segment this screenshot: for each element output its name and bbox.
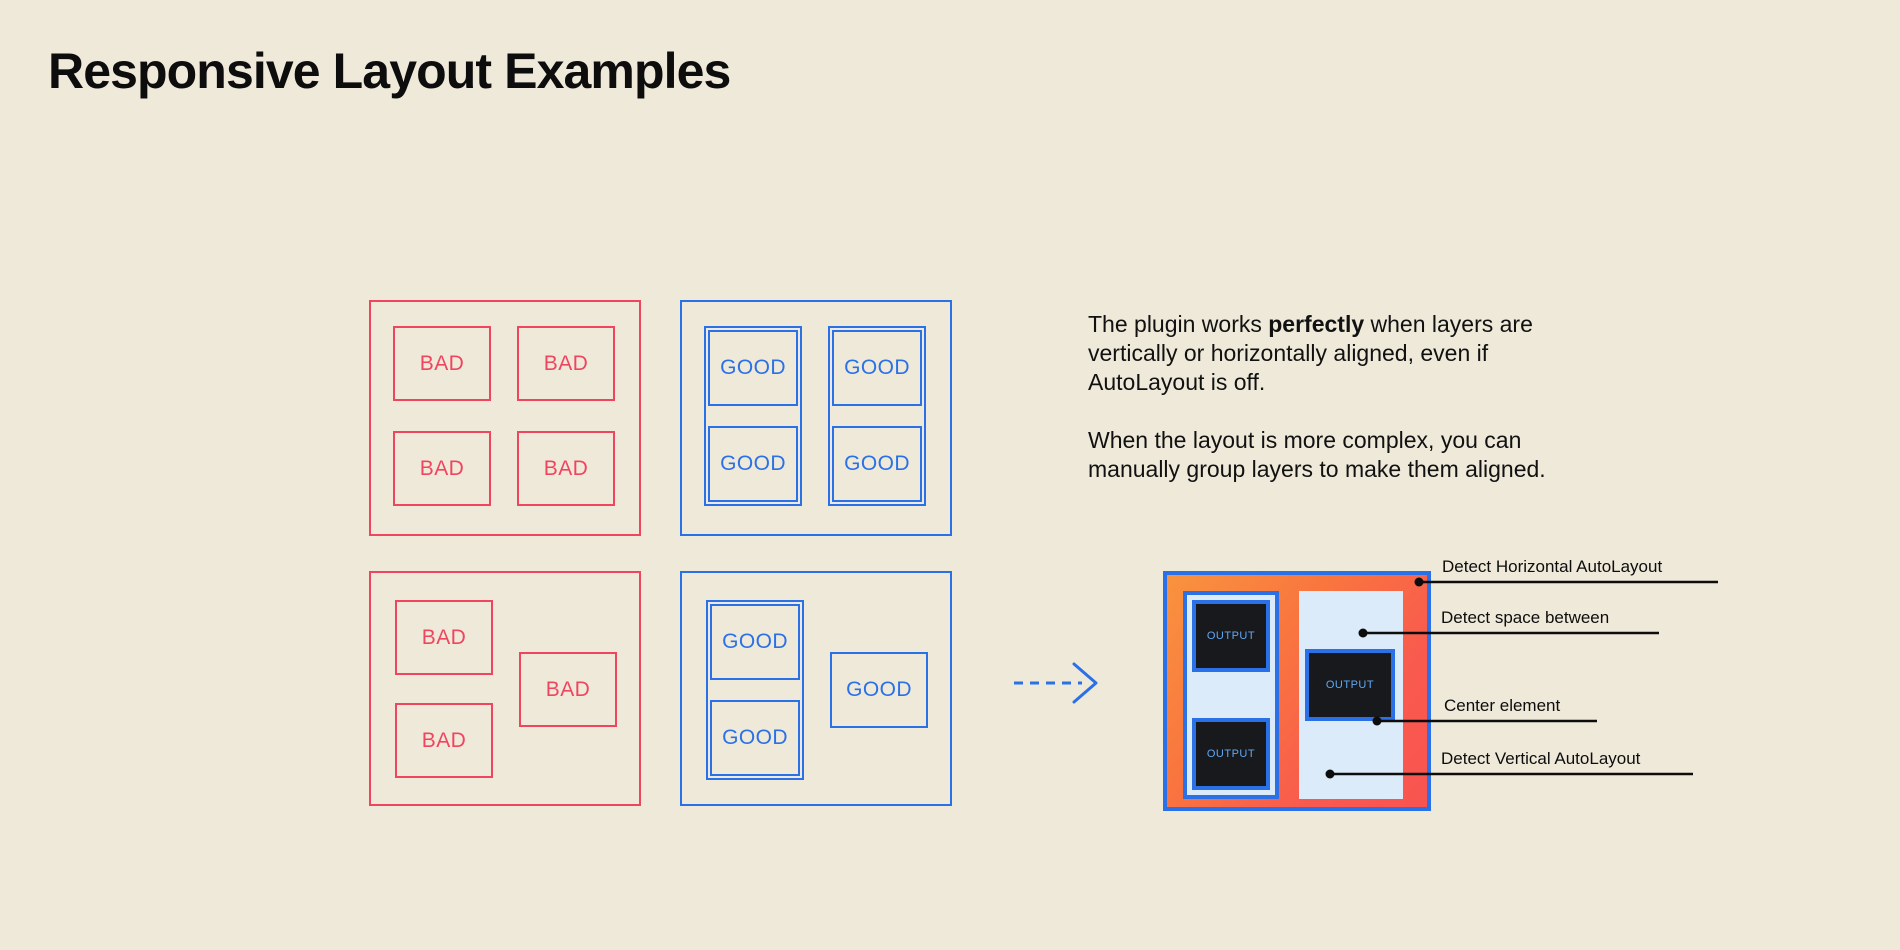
description-text: The plugin works perfectly when layers a… — [1088, 310, 1558, 484]
box-good: GOOD — [710, 700, 800, 776]
box-label: GOOD — [844, 452, 910, 475]
box-label: BAD — [419, 456, 465, 480]
box-label: GOOD — [722, 630, 788, 653]
dashed-arrow-right-icon — [1012, 660, 1102, 706]
box-good: GOOD — [708, 426, 798, 502]
box-bad: BAD — [517, 326, 615, 401]
box-label: GOOD — [720, 356, 786, 379]
group-wrapper-left: GOOD GOOD — [704, 326, 802, 506]
panel-bad-complex-layout: BAD BAD BAD — [369, 571, 641, 806]
box-good: GOOD — [832, 330, 922, 406]
paragraph-one-emphasis: perfectly — [1268, 311, 1365, 337]
box-label: BAD — [419, 351, 465, 375]
output-label: OUTPUT — [1206, 630, 1256, 642]
box-bad: BAD — [393, 326, 491, 401]
mockup-card: OUTPUT OUTPUT OUTPUT — [1163, 571, 1431, 811]
panel-good-grid-aligned: GOOD GOOD GOOD GOOD — [680, 300, 952, 536]
box-good-standalone: GOOD — [830, 652, 928, 728]
box-label: GOOD — [722, 726, 788, 749]
box-label: BAD — [543, 351, 589, 375]
box-label: GOOD — [846, 678, 912, 701]
group-wrapper-left: GOOD GOOD — [706, 600, 804, 780]
box-label: GOOD — [844, 356, 910, 379]
box-bad: BAD — [393, 431, 491, 506]
output-block: OUTPUT — [1305, 649, 1395, 721]
mockup-inner: OUTPUT OUTPUT OUTPUT — [1183, 591, 1411, 799]
box-bad: BAD — [519, 652, 617, 727]
group-wrapper-right: GOOD GOOD — [828, 326, 926, 506]
box-label: BAD — [543, 456, 589, 480]
panel-good-complex-layout: GOOD GOOD GOOD — [680, 571, 952, 806]
page-title: Responsive Layout Examples — [48, 43, 731, 99]
output-label: OUTPUT — [1325, 679, 1375, 691]
box-bad: BAD — [395, 600, 493, 675]
paragraph-one: The plugin works perfectly when layers a… — [1088, 310, 1558, 397]
box-good: GOOD — [710, 604, 800, 680]
box-good: GOOD — [832, 426, 922, 502]
mockup-left-column: OUTPUT OUTPUT — [1183, 591, 1279, 799]
box-bad: BAD — [517, 431, 615, 506]
box-bad: BAD — [395, 703, 493, 778]
output-block: OUTPUT — [1192, 718, 1270, 790]
output-label: OUTPUT — [1206, 748, 1256, 760]
box-label: BAD — [545, 677, 591, 701]
paragraph-two: When the layout is more complex, you can… — [1088, 427, 1546, 482]
box-good: GOOD — [708, 330, 798, 406]
mockup-right-column: OUTPUT — [1299, 591, 1403, 799]
box-label: BAD — [421, 625, 467, 649]
box-label: GOOD — [720, 452, 786, 475]
callout-label-space-between: Detect space between — [1441, 608, 1610, 627]
callout-label-center-element: Center element — [1444, 696, 1561, 715]
output-block: OUTPUT — [1192, 600, 1270, 672]
paragraph-one-tail: when layers are vertically or horizontal… — [1088, 311, 1533, 395]
paragraph-one-lead: The plugin works — [1088, 311, 1269, 337]
callout-label-horizontal-autolayout: Detect Horizontal AutoLayout — [1442, 557, 1663, 576]
panel-bad-grid-aligned: BAD BAD BAD BAD — [369, 300, 641, 536]
callout-label-vertical-autolayout: Detect Vertical AutoLayout — [1441, 749, 1641, 768]
box-label: BAD — [421, 728, 467, 752]
